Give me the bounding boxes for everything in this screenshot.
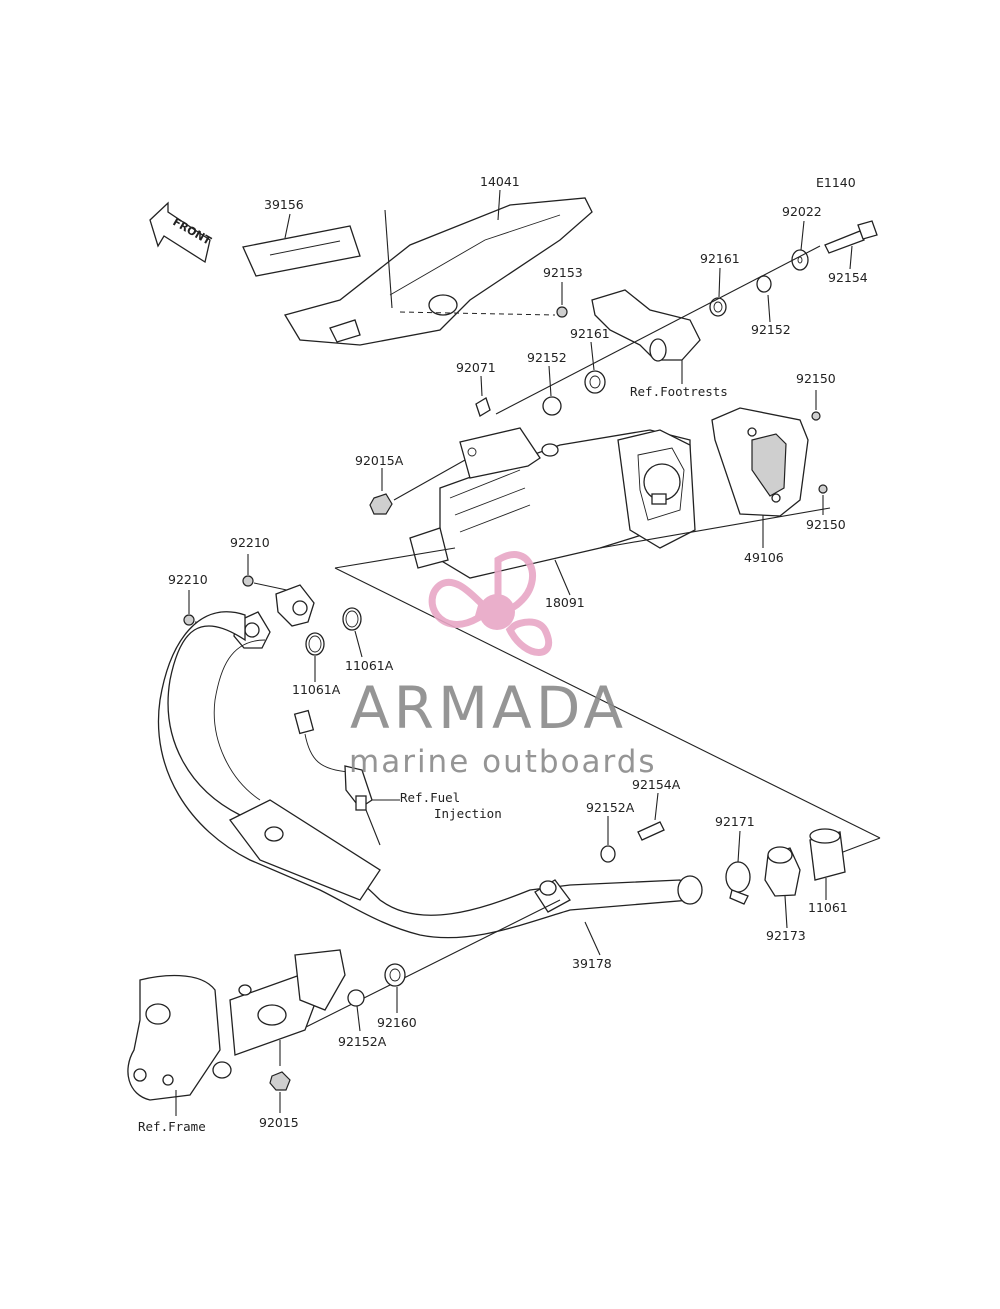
muffler-end-cover <box>711 407 809 517</box>
label-sticker-part <box>242 225 361 277</box>
nut-92015A <box>369 493 393 515</box>
clip-92071 <box>475 397 491 417</box>
collar-92152A-lower <box>347 989 365 1007</box>
ref-fuel-injection-line2: Injection <box>434 806 502 821</box>
exhaust-header-pipe <box>157 584 703 939</box>
muffler-assembly <box>409 427 696 579</box>
footrest-bracket <box>591 289 701 362</box>
nut-92210-upper <box>242 575 254 587</box>
part-number-92015A: 92015A <box>355 453 404 468</box>
part-number-39156: 39156 <box>264 197 304 212</box>
part-number-92152-upper: 92152 <box>751 322 791 337</box>
oxygen-sensor <box>293 709 373 811</box>
collar-92152A-upper <box>600 845 616 863</box>
ref-fuel-injection-line1: Ref.Fuel <box>400 790 460 805</box>
part-number-49106: 49106 <box>744 550 784 565</box>
gasket-11061 <box>809 828 846 881</box>
part-number-18091: 18091 <box>545 595 585 610</box>
muffler-cover-part <box>284 197 593 346</box>
part-number-92154A: 92154A <box>632 777 681 792</box>
ref-footrests: Ref.Footrests <box>630 384 728 399</box>
watermark-brand: ARMADA <box>350 674 627 742</box>
part-number-39178: 39178 <box>572 956 612 971</box>
collar-92152-upper <box>756 275 772 293</box>
part-number-92015: 92015 <box>259 1115 299 1130</box>
clamp-92171 <box>725 861 751 905</box>
part-number-92150-lower: 92150 <box>806 517 846 532</box>
damper-92160 <box>384 963 406 987</box>
collar-92152-lower <box>542 396 562 416</box>
part-number-92160: 92160 <box>377 1015 417 1030</box>
nut-92015 <box>269 1071 291 1091</box>
bolt-92154 <box>824 220 878 254</box>
clamp-92173 <box>764 846 801 897</box>
part-number-11061A-lower: 11061A <box>292 682 341 697</box>
part-number-92171: 92171 <box>715 814 755 829</box>
part-number-92071: 92071 <box>456 360 496 375</box>
bolt-92154A <box>637 821 665 841</box>
bolt-92150-lower <box>818 484 828 494</box>
rubber-damper-92161-lower <box>584 370 606 394</box>
part-number-14041: 14041 <box>480 174 520 189</box>
rubber-damper-92161-upper <box>709 297 727 317</box>
nut-92153 <box>556 306 568 318</box>
part-number-92173: 92173 <box>766 928 806 943</box>
bolt-92150-upper <box>811 411 821 421</box>
part-number-92154: 92154 <box>828 270 868 285</box>
part-number-92153: 92153 <box>543 265 583 280</box>
part-number-92210-upper: 92210 <box>230 535 270 550</box>
part-number-92152A-lower: 92152A <box>338 1034 387 1049</box>
part-number-92152-lower: 92152 <box>527 350 567 365</box>
part-number-11061A-upper: 11061A <box>345 658 394 673</box>
watermark-tagline: marine outboards <box>349 744 657 780</box>
part-number-92022: 92022 <box>782 204 822 219</box>
part-number-92210-lower: 92210 <box>168 572 208 587</box>
watermark: ARMADA marine outboards <box>349 551 657 780</box>
part-number-92161-upper: 92161 <box>700 251 740 266</box>
part-number-11061: 11061 <box>808 900 848 915</box>
part-number-92161-lower: 92161 <box>570 326 610 341</box>
ref-frame: Ref.Frame <box>138 1119 206 1134</box>
propeller-logo <box>428 551 553 656</box>
diagram-code: E1140 <box>816 175 856 190</box>
gasket-11061A-lower <box>305 632 325 656</box>
part-number-92150-upper: 92150 <box>796 371 836 386</box>
frame-section <box>127 949 346 1101</box>
front-direction-arrow: FRONT <box>149 201 214 264</box>
gasket-11061A-upper <box>342 607 362 631</box>
nut-92210-lower <box>183 614 195 626</box>
part-number-92152A-upper: 92152A <box>586 800 635 815</box>
